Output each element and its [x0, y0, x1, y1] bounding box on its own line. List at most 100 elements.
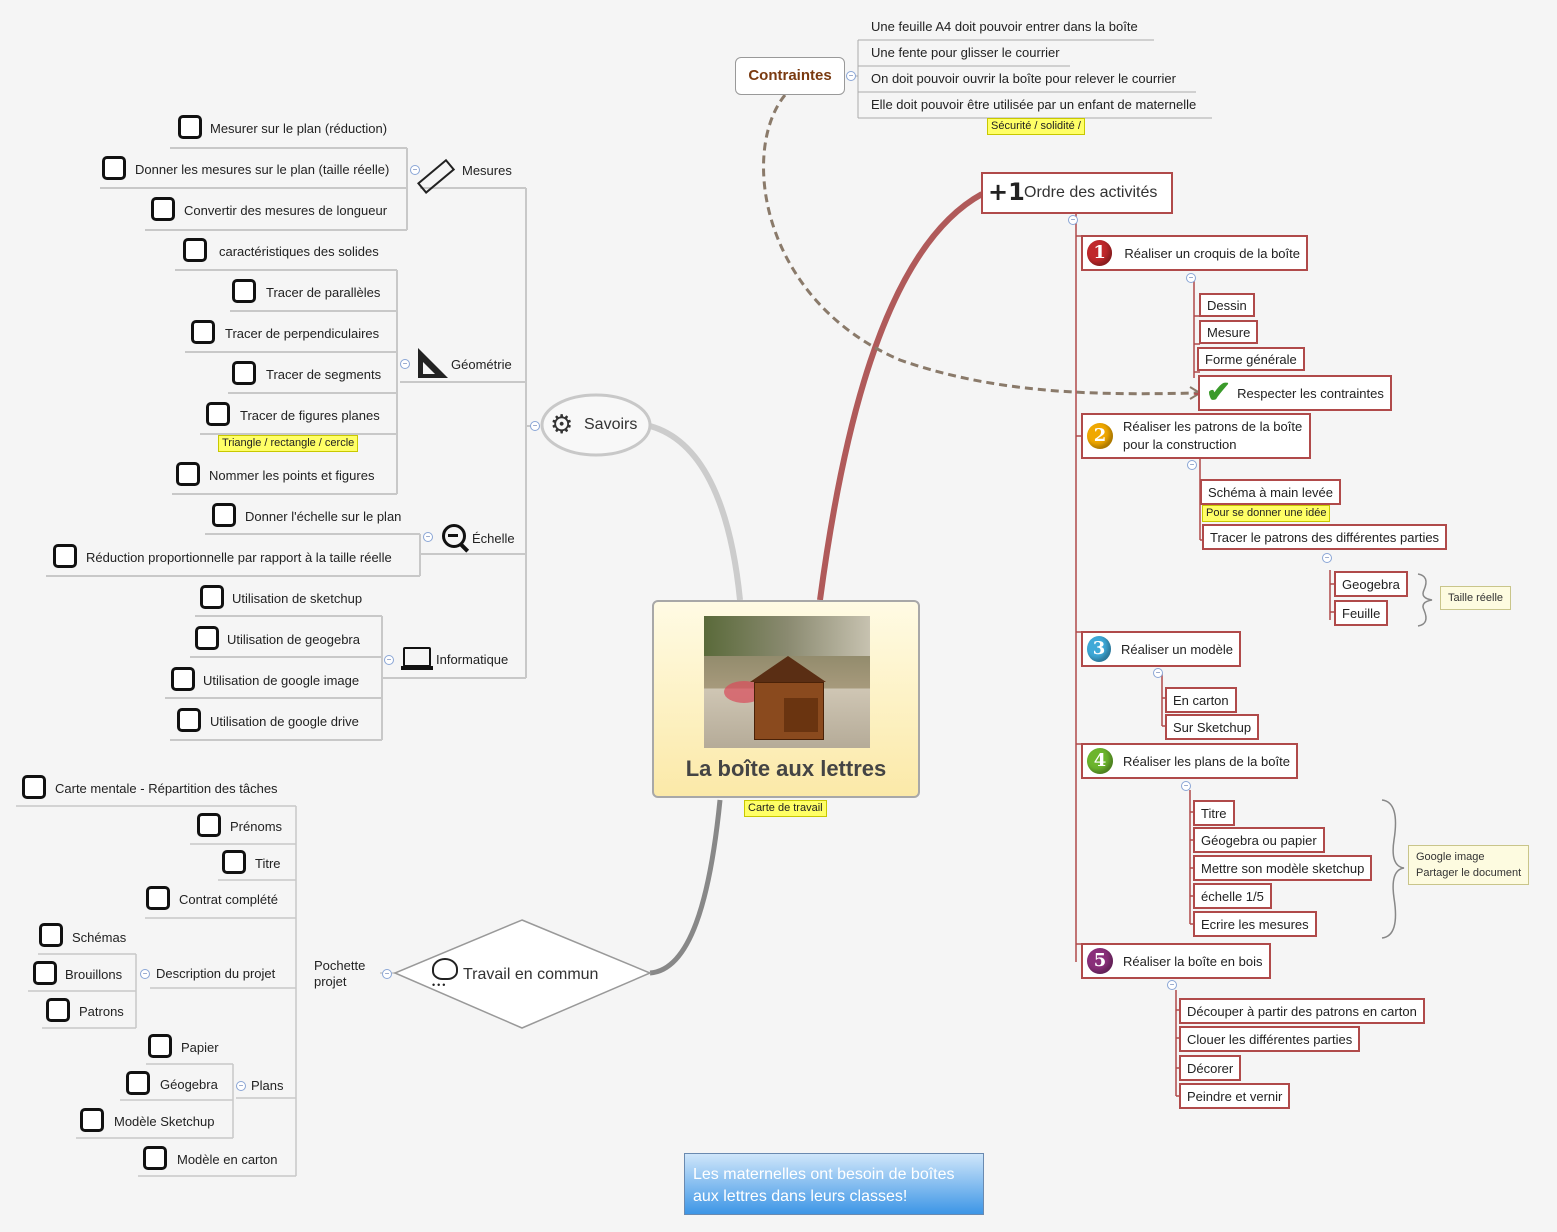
checkbox[interactable] — [212, 503, 236, 527]
echelle-item: Réduction proportionnelle par rapport à … — [86, 550, 392, 565]
child-label: Forme générale — [1205, 351, 1297, 367]
plans-item: Modèle Sketchup — [114, 1114, 215, 1129]
collapse-toggle[interactable]: − — [1186, 273, 1196, 283]
checkbox[interactable] — [102, 156, 126, 180]
checkbox[interactable] — [191, 320, 215, 344]
step-label: Réaliser un croquis de la boîte — [1124, 245, 1300, 261]
checkbox[interactable] — [178, 115, 202, 139]
collapse-toggle[interactable]: − — [382, 969, 392, 979]
step-5-child[interactable]: Découper à partir des patrons en carton — [1179, 998, 1425, 1024]
mesures-item: Convertir des mesures de longueur — [184, 203, 388, 218]
mesures-item: Mesurer sur le plan (réduction) — [210, 121, 388, 136]
checkbox[interactable] — [232, 361, 256, 385]
step-4-child[interactable]: Titre — [1193, 800, 1235, 826]
step-2-note: Pour se donner une idée — [1202, 505, 1331, 522]
savoirs-node[interactable]: ⚙ Savoirs — [550, 408, 646, 442]
checkbox[interactable] — [222, 850, 246, 874]
child-label: Sur Sketchup — [1173, 719, 1252, 735]
step-2-child[interactable]: Schéma à main levée — [1200, 479, 1342, 505]
child-label: En carton — [1173, 692, 1229, 708]
step-3[interactable]: 3 Réaliser un modèle — [1081, 631, 1241, 667]
teamwork-icon — [432, 958, 458, 980]
step-2[interactable]: 2 Réaliser les patrons de la boîte pour … — [1081, 413, 1311, 459]
step-4-child[interactable]: échelle 1/5 — [1193, 883, 1272, 909]
checkbox[interactable] — [197, 813, 221, 837]
collapse-toggle[interactable]: − — [1181, 781, 1191, 791]
floating-note[interactable]: Les maternelles ont besoin de boîtes aux… — [684, 1153, 984, 1215]
plans-label[interactable]: Plans — [251, 1078, 284, 1093]
step-1-child[interactable]: ✔ Respecter les contraintes — [1198, 375, 1392, 411]
step-2-sub[interactable]: Feuille — [1334, 600, 1389, 626]
description-item: Patrons — [79, 1004, 124, 1019]
checkbox[interactable] — [183, 238, 207, 262]
collapse-toggle[interactable]: − — [530, 421, 540, 431]
collapse-toggle[interactable]: − — [1322, 553, 1332, 563]
checkbox[interactable] — [39, 923, 63, 947]
contrainte-item[interactable]: Une fente pour glisser le courrier — [871, 45, 1060, 60]
mesures-node[interactable]: Mesures — [417, 158, 526, 194]
step-3-child[interactable]: En carton — [1165, 687, 1237, 713]
contrainte-item[interactable]: Elle doit pouvoir être utilisée par un e… — [871, 97, 1197, 112]
collapse-toggle[interactable]: − — [140, 969, 150, 979]
laptop-base — [401, 666, 433, 670]
checkbox[interactable] — [148, 1034, 172, 1058]
step-2-child[interactable]: Tracer le patrons des différentes partie… — [1202, 524, 1448, 550]
step-1-child[interactable]: Dessin — [1199, 293, 1255, 317]
checkbox[interactable] — [232, 279, 256, 303]
collapse-toggle[interactable]: − — [236, 1081, 246, 1091]
informatique-item: Utilisation de geogebra — [227, 632, 360, 647]
description-label[interactable]: Description du projet — [156, 966, 276, 981]
checkbox[interactable] — [177, 708, 201, 732]
checkbox[interactable] — [200, 585, 224, 609]
checkbox[interactable] — [126, 1071, 150, 1095]
checkbox[interactable] — [151, 197, 175, 221]
pochette-label[interactable]: Pochette projet — [314, 958, 366, 989]
collapse-toggle[interactable]: − — [410, 165, 420, 175]
collapse-toggle[interactable]: − — [384, 655, 394, 665]
checkbox[interactable] — [143, 1146, 167, 1170]
collapse-toggle[interactable]: − — [1153, 668, 1163, 678]
step-5-child[interactable]: Décorer — [1179, 1055, 1242, 1081]
contraintes-node[interactable]: Contraintes — [735, 57, 845, 95]
step-4-child[interactable]: Mettre son modèle sketchup — [1193, 855, 1373, 881]
checkbox[interactable] — [171, 667, 195, 691]
number-4-icon: 4 — [1087, 748, 1113, 774]
checkbox[interactable] — [22, 775, 46, 799]
child-label: Titre — [1201, 805, 1227, 821]
checkbox[interactable] — [146, 886, 170, 910]
checkbox[interactable] — [206, 402, 230, 426]
step-1-child[interactable]: Mesure — [1199, 320, 1259, 344]
contrainte-item[interactable]: On doit pouvoir ouvrir la boîte pour rel… — [871, 71, 1176, 86]
ordre-label: Ordre des activités — [1024, 184, 1158, 201]
informatique-node[interactable]: Informatique — [401, 645, 526, 675]
echelle-node[interactable]: Échelle — [440, 522, 526, 554]
checkbox[interactable] — [80, 1108, 104, 1132]
checkbox[interactable] — [176, 462, 200, 486]
step-3-child[interactable]: Sur Sketchup — [1165, 714, 1260, 740]
checkbox[interactable] — [195, 626, 219, 650]
checkbox[interactable] — [33, 961, 57, 985]
geometrie-node[interactable]: Géométrie — [418, 348, 526, 380]
travail-node[interactable]: ••• Travail en commun — [430, 956, 620, 990]
step-5[interactable]: 5 Réaliser la boîte en bois — [1081, 943, 1271, 979]
collapse-toggle[interactable]: − — [846, 71, 856, 81]
step-4-child[interactable]: Géogebra ou papier — [1193, 827, 1325, 853]
collapse-toggle[interactable]: − — [1068, 215, 1078, 225]
travail-item: Carte mentale - Répartition des tâches — [55, 781, 278, 796]
step-2-sub[interactable]: Geogebra — [1334, 571, 1408, 597]
step-5-child[interactable]: Clouer les différentes parties — [1179, 1026, 1361, 1052]
collapse-toggle[interactable]: − — [423, 532, 433, 542]
step-4[interactable]: 4 Réaliser les plans de la boîte — [1081, 743, 1298, 779]
ordre-node[interactable]: +1 Ordre des activités — [981, 172, 1173, 214]
collapse-toggle[interactable]: − — [1167, 980, 1177, 990]
step-1-child[interactable]: Forme générale — [1197, 347, 1305, 371]
central-topic[interactable]: La boîte aux lettres — [652, 600, 920, 798]
contrainte-item[interactable]: Une feuille A4 doit pouvoir entrer dans … — [871, 19, 1138, 34]
step-4-child[interactable]: Ecrire les mesures — [1193, 911, 1317, 937]
collapse-toggle[interactable]: − — [1187, 460, 1197, 470]
checkbox[interactable] — [53, 544, 77, 568]
step-5-child[interactable]: Peindre et vernir — [1179, 1083, 1291, 1109]
checkbox[interactable] — [46, 998, 70, 1022]
step-1[interactable]: 1 Réaliser un croquis de la boîte — [1081, 235, 1308, 271]
collapse-toggle[interactable]: − — [400, 359, 410, 369]
